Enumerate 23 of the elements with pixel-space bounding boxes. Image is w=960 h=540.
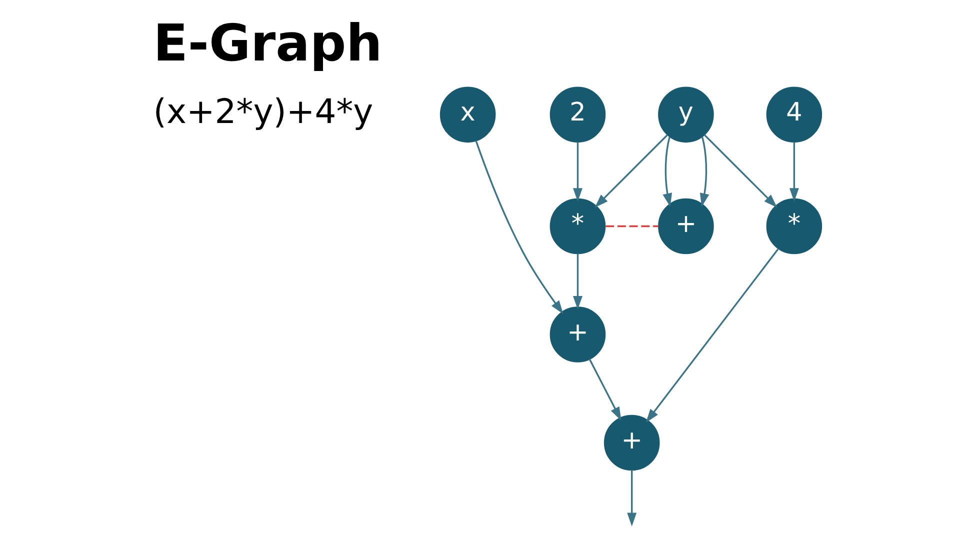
arrow: [699, 136, 709, 207]
label: (x+2*y)+4*y: [152, 92, 373, 132]
arrow: [703, 134, 777, 208]
arrow: [474, 140, 563, 314]
node-circle: +: [658, 198, 714, 254]
arrow: [588, 358, 621, 421]
arrow: [788, 142, 798, 202]
arrow: [626, 470, 636, 526]
arrow: [662, 136, 672, 207]
arrow: [594, 134, 668, 208]
node-circle: *: [766, 198, 822, 254]
node-circle: +: [603, 414, 660, 471]
arrow: [572, 142, 582, 202]
diagram-title: E-Graph: [152, 14, 382, 73]
node-circle: +: [549, 306, 606, 362]
node-circle: y: [658, 86, 714, 143]
node-circle: 2: [549, 86, 606, 143]
connector: [605, 225, 658, 228]
node-circle: x: [439, 86, 496, 143]
node-circle: *: [549, 198, 606, 254]
node-circle: 4: [766, 86, 822, 143]
arrow: [645, 248, 778, 423]
arrow: [572, 253, 582, 310]
